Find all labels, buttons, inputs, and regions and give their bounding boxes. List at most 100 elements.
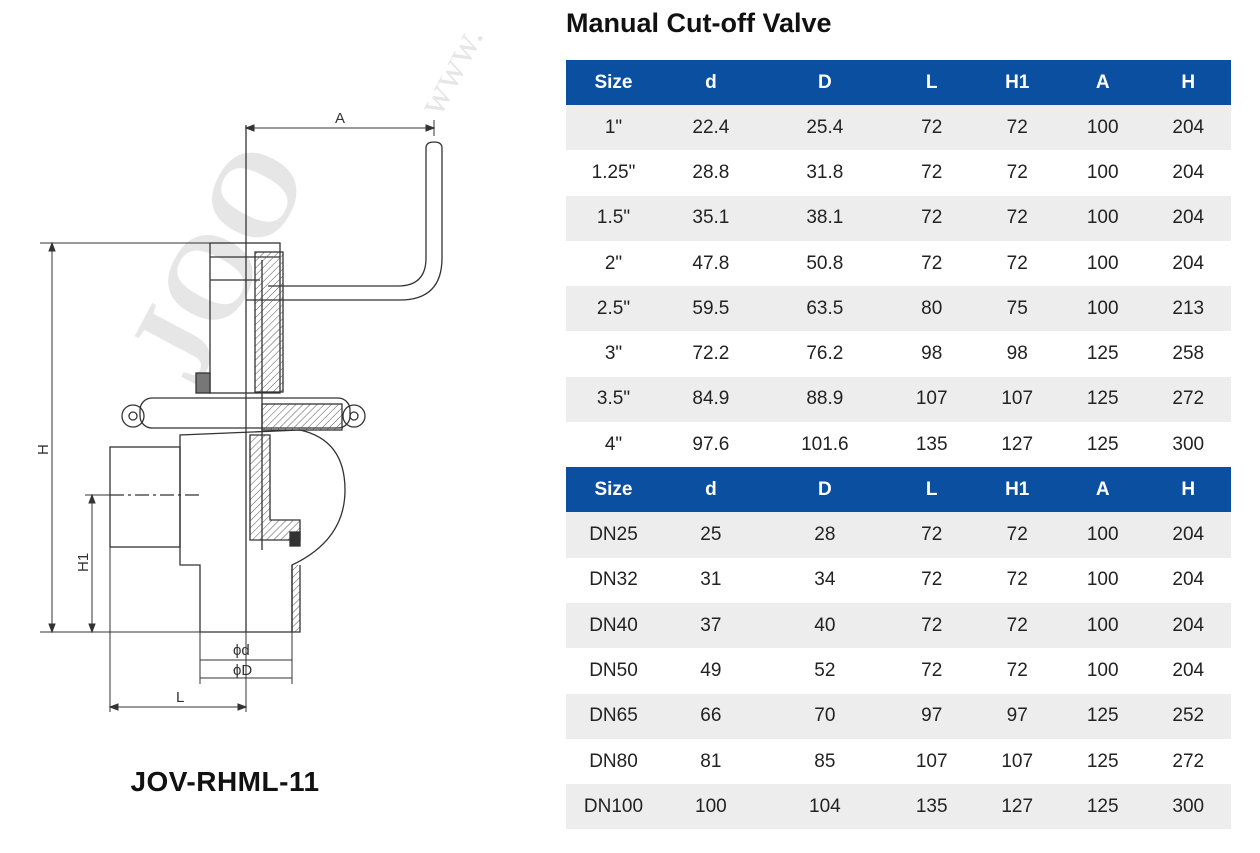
table-cell: 31.8: [806, 161, 844, 183]
table-cell: 2.5": [566, 286, 661, 332]
table-cell: 125: [1086, 750, 1119, 772]
dim-label-h: H: [35, 444, 52, 455]
table-cell: 125: [1059, 376, 1146, 423]
table-cell: 300: [1145, 784, 1231, 830]
table-cell: 50.8: [806, 252, 844, 274]
table-cell: 72: [888, 512, 975, 558]
table-cell: 49: [700, 659, 722, 681]
table-cell: 101.6: [801, 433, 849, 455]
table-cell: 204: [1172, 161, 1205, 183]
dim-label-phi-d: ϕd: [233, 642, 250, 659]
table-cell: 204: [1145, 105, 1231, 151]
clamp-ring: [139, 397, 351, 429]
table-cell: 72: [921, 569, 943, 591]
table-cell: 4": [604, 433, 623, 455]
table-cell: 59.5: [661, 286, 761, 332]
table-cell: 100: [1059, 512, 1146, 558]
table-cell: 204: [1172, 659, 1205, 681]
table-cell: 107: [915, 750, 948, 772]
table-cell: 25.4: [760, 105, 889, 151]
table-cell: 125: [1086, 343, 1119, 365]
column-header: A: [1059, 467, 1146, 513]
table-cell: 38.1: [760, 195, 889, 241]
table-cell: 81: [700, 750, 722, 772]
column-header: H1: [974, 467, 1060, 513]
table-cell: 125: [1086, 433, 1119, 455]
table-row: 4" 97.6 101.6 135 127 125 300: [566, 422, 1231, 467]
dim-label-a: A: [335, 110, 345, 127]
table-cell: 22.4: [661, 105, 761, 151]
table-cell: 258: [1172, 343, 1205, 365]
column-header: H: [1145, 467, 1231, 513]
table-cell: 97.6: [692, 433, 730, 455]
table-cell: 88.9: [760, 376, 889, 423]
table-cell: 100: [1086, 161, 1119, 183]
table-cell: 98: [921, 343, 943, 365]
table-cell: 72.2: [692, 343, 730, 365]
dimension-lines: [40, 120, 436, 712]
watermark: JOO www.: [101, 18, 493, 402]
table-cell: 135: [915, 433, 948, 455]
table-cell: 127: [1001, 433, 1034, 455]
valve-body: [179, 429, 346, 633]
table-cell: 3.5": [566, 376, 661, 423]
table-cell: 35.1: [661, 195, 761, 241]
table-cell: 2": [604, 252, 623, 274]
table-cell: 100: [661, 784, 761, 830]
table-cell: 84.9: [661, 376, 761, 423]
table-cell: DN25: [566, 512, 661, 558]
valve-drawing-svg: JOO www.: [35, 18, 493, 712]
table-cell: 80: [888, 286, 975, 332]
column-header: H: [1145, 60, 1231, 105]
clamp-bolt-right: [342, 404, 366, 428]
table-cell: 28: [760, 512, 889, 558]
table-cell: DN50: [589, 659, 638, 681]
table-cell: 127: [974, 784, 1060, 830]
column-header: d: [661, 60, 761, 105]
table-cell: 72: [921, 161, 943, 183]
table-cell: 72: [974, 195, 1060, 241]
table-cell: DN80: [589, 750, 638, 772]
table-cell: 76.2: [806, 343, 844, 365]
table-cell: 72: [974, 512, 1060, 558]
column-header: d: [661, 467, 761, 513]
table-cell: 300: [1172, 433, 1205, 455]
dim-label-h1: H1: [75, 553, 92, 572]
table-cell: DN65: [566, 693, 661, 739]
table-cell: 107: [1001, 750, 1034, 772]
table-cell: 104: [760, 784, 889, 830]
table-cell: 100: [1086, 659, 1119, 681]
table-cell: DN40: [566, 602, 661, 649]
column-header: L: [888, 60, 975, 105]
table-cell: 72: [974, 105, 1060, 151]
table-cell: 75: [974, 286, 1060, 332]
table-cell: 100: [1059, 195, 1146, 241]
table-cell: 40: [760, 602, 889, 649]
table-cell: 204: [1172, 569, 1205, 591]
table-cell: 100: [1059, 602, 1146, 649]
table-cell: 213: [1145, 286, 1231, 332]
model-number: JOV-RHML-11: [130, 766, 320, 797]
dim-label-l: L: [176, 689, 184, 706]
table-cell: 25: [661, 512, 761, 558]
table-cell: 85: [814, 750, 836, 772]
dimension-labels: A H H1 ϕd ϕD L: [35, 110, 345, 706]
table-cell: 72: [921, 659, 943, 681]
column-header: D: [760, 60, 889, 105]
table-cell: 72: [974, 602, 1060, 649]
table-cell: 100: [1086, 252, 1119, 274]
table-cell: 63.5: [760, 286, 889, 332]
table-cell: DN100: [566, 784, 661, 830]
valve-handle: [246, 141, 443, 301]
watermark-url: www.: [408, 18, 492, 122]
